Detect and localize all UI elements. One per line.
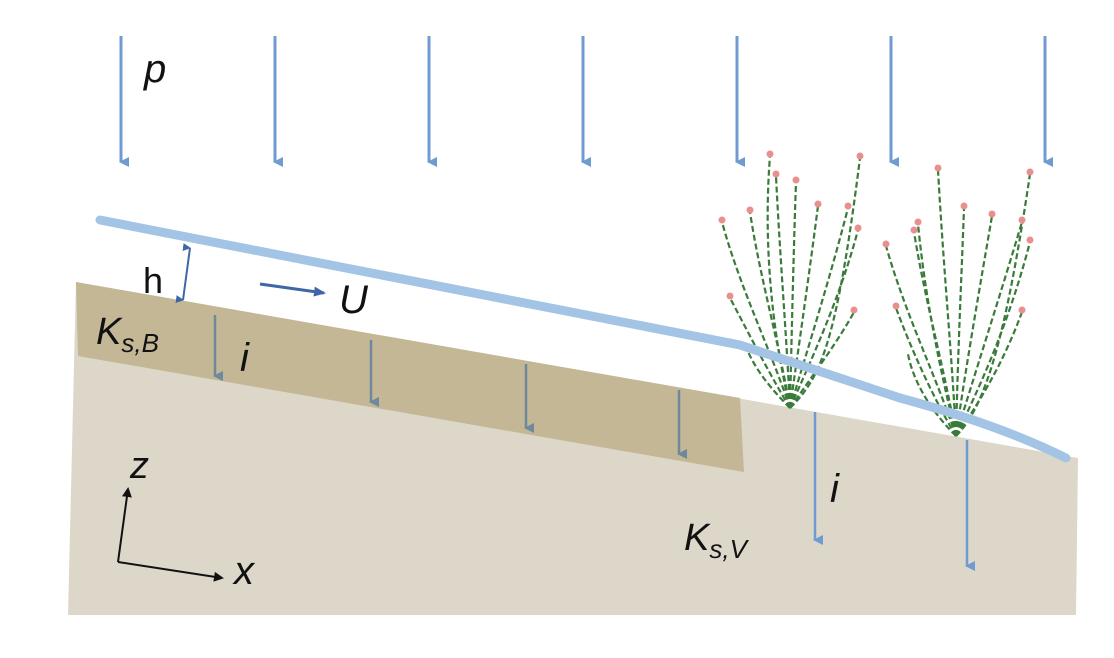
bare-conductivity-subscript: s,B [121,328,159,358]
axis-x-arrow [117,561,224,582]
axis-z-arrow [117,487,132,563]
infiltration-label-bare: i [240,336,250,380]
veg-conductivity-label: Ks,V [684,517,750,564]
infiltration-arrows-bare [213,315,687,459]
velocity-label: U [339,278,369,322]
bare-conductivity-label: Ks,B [96,311,159,358]
bare-conductivity-symbol: K [96,311,123,353]
velocity-arrow [259,282,326,297]
depth-indicator [175,243,191,304]
axis-x-label: x [232,549,256,593]
infiltration-arrows-veg [813,412,975,571]
veg-conductivity-subscript: s,V [709,534,749,564]
precipitation-label: p [143,47,166,91]
rain-arrows [119,36,1053,167]
axis-z-label: z [129,445,149,487]
veg-conductivity-symbol: K [684,517,711,559]
depth-label: h [143,260,163,301]
bare-soil-layer [76,282,744,472]
shrub-icon [718,150,864,409]
water-surface [95,215,1071,463]
infiltration-label-veg: i [830,467,840,511]
